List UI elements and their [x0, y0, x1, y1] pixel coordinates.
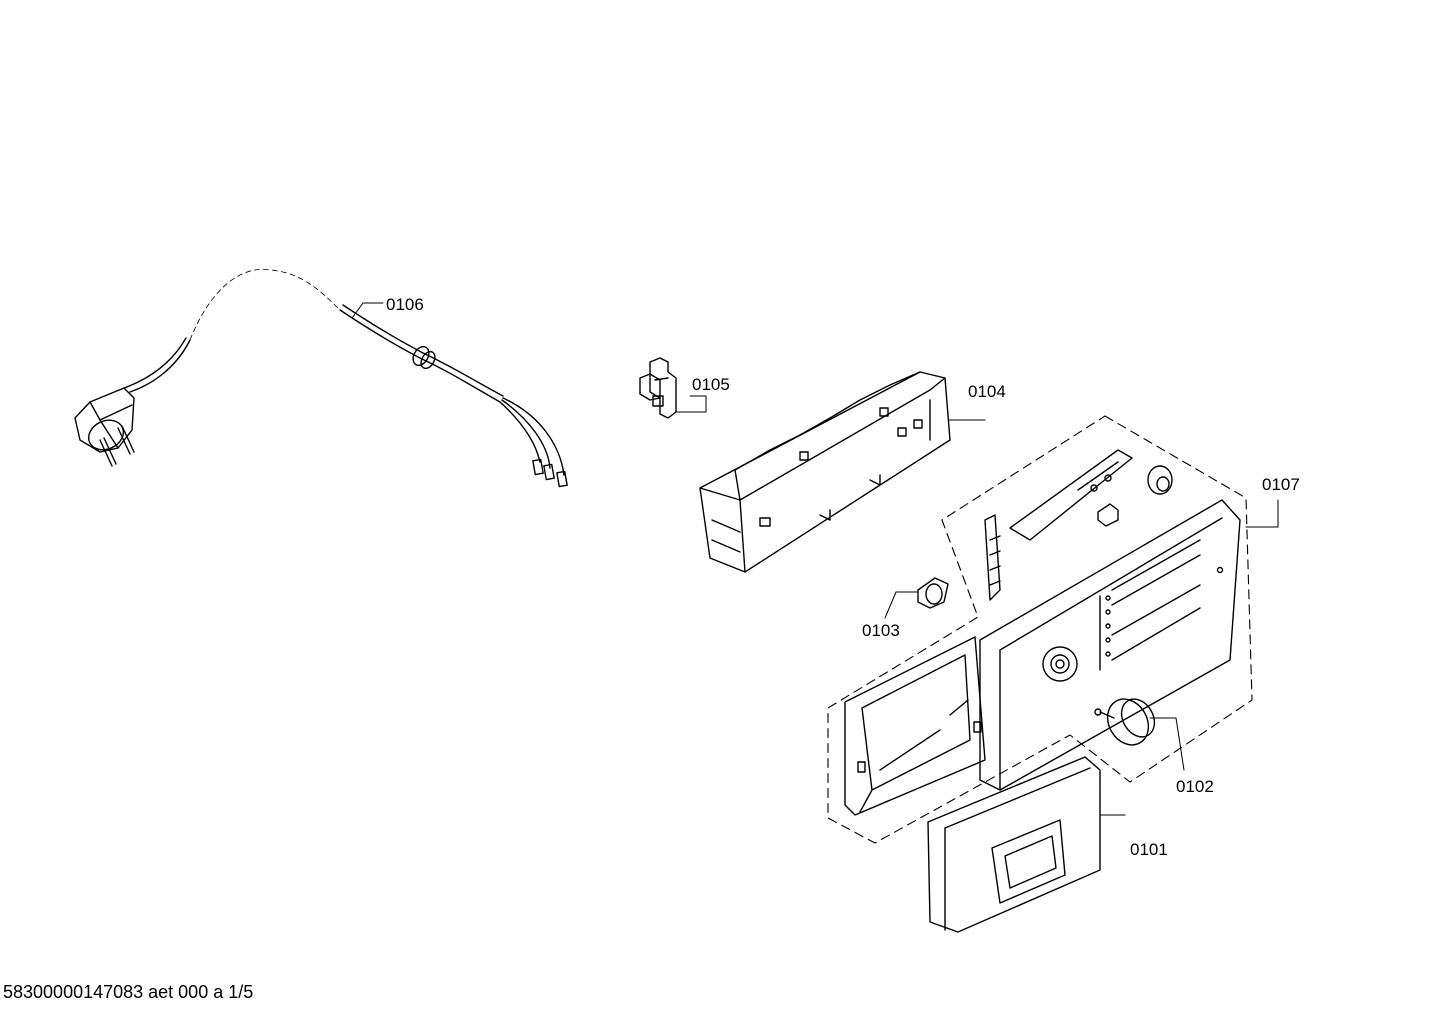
callout-0101: 0101 — [1130, 840, 1168, 859]
dispenser-drawer-drawing — [927, 756, 1126, 933]
callout-0105: 0105 — [692, 375, 730, 394]
control-panel-assembly-drawing — [827, 415, 1279, 844]
programme-knob-drawing — [1094, 698, 1185, 771]
callout-0106: 0106 — [386, 295, 424, 314]
panel-carrier-drawing — [699, 371, 986, 573]
indicator-lens-drawing — [884, 577, 949, 619]
mains-cable-drawing — [74, 268, 568, 488]
callout-0102: 0102 — [1176, 777, 1214, 796]
callout-0107: 0107 — [1262, 475, 1300, 494]
callout-0104: 0104 — [968, 382, 1006, 401]
document-code: 58300000147083 aet 000 a 1/5 — [3, 982, 254, 1002]
callout-0103: 0103 — [862, 621, 900, 640]
door-lock-switch-drawing — [639, 357, 707, 419]
